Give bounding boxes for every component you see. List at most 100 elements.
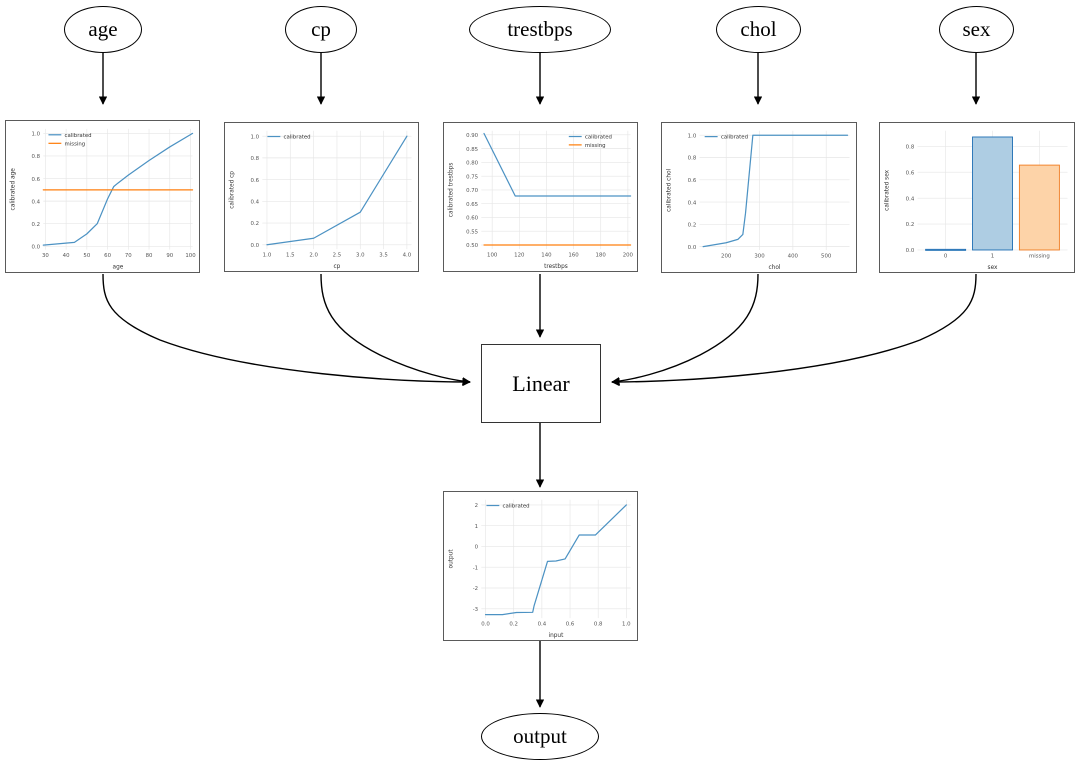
svg-text:calibrated: calibrated: [721, 135, 748, 141]
svg-text:0.0: 0.0: [906, 248, 915, 254]
edge-agechart-to-linear: [102, 273, 471, 387]
svg-text:output: output: [448, 549, 454, 569]
svg-text:0.8: 0.8: [32, 154, 41, 160]
svg-text:60: 60: [104, 253, 111, 259]
svg-text:3.0: 3.0: [356, 253, 365, 259]
node-age[interactable]: age: [64, 6, 142, 53]
svg-text:0.4: 0.4: [251, 200, 260, 206]
svg-text:90: 90: [166, 253, 173, 259]
svg-text:0.50: 0.50: [466, 243, 479, 249]
svg-text:200: 200: [623, 253, 634, 259]
svg-text:age: age: [113, 265, 124, 271]
svg-text:2: 2: [475, 503, 478, 509]
svg-text:4.0: 4.0: [403, 253, 412, 259]
svg-text:180: 180: [596, 253, 607, 259]
svg-text:0.6: 0.6: [906, 170, 915, 176]
svg-text:calibrated: calibrated: [284, 135, 311, 141]
node-output[interactable]: output: [481, 713, 599, 760]
svg-text:0.2: 0.2: [32, 222, 41, 228]
svg-text:140: 140: [541, 253, 552, 259]
svg-text:missing: missing: [65, 141, 86, 147]
node-output-label: output: [513, 724, 567, 748]
node-chol[interactable]: chol: [716, 6, 801, 53]
node-cp[interactable]: cp: [285, 6, 357, 53]
svg-text:sex: sex: [988, 265, 998, 271]
node-chol-label: chol: [740, 17, 777, 41]
svg-text:calibrated: calibrated: [585, 135, 612, 141]
node-cp-label: cp: [311, 17, 331, 41]
svg-text:missing: missing: [585, 143, 606, 149]
node-sex[interactable]: sex: [939, 6, 1014, 53]
svg-text:chol: chol: [768, 265, 780, 271]
svg-text:calibrated cp: calibrated cp: [229, 171, 235, 209]
svg-text:70: 70: [125, 253, 132, 259]
svg-text:160: 160: [568, 253, 579, 259]
svg-text:0.0: 0.0: [688, 245, 697, 251]
svg-text:0.0: 0.0: [481, 622, 490, 628]
svg-text:300: 300: [754, 253, 765, 259]
svg-text:cp: cp: [334, 264, 341, 270]
svg-text:0.4: 0.4: [538, 622, 547, 628]
svg-text:2.0: 2.0: [309, 253, 318, 259]
svg-text:0: 0: [475, 545, 479, 551]
svg-text:calibrated age: calibrated age: [10, 168, 16, 211]
node-age-label: age: [88, 17, 118, 41]
svg-text:0.6: 0.6: [32, 177, 41, 183]
svg-text:2.5: 2.5: [333, 253, 342, 259]
svg-text:30: 30: [42, 253, 49, 259]
edge-sexchart-to-linear: [611, 273, 977, 387]
svg-text:100: 100: [185, 253, 196, 259]
svg-text:0.90: 0.90: [466, 133, 479, 139]
svg-text:calibrated: calibrated: [503, 504, 530, 510]
svg-text:0.6: 0.6: [251, 178, 260, 184]
svg-text:0.0: 0.0: [251, 243, 260, 249]
svg-text:missing: missing: [1029, 253, 1050, 259]
svg-text:1.0: 1.0: [32, 132, 41, 138]
svg-text:input: input: [549, 633, 565, 639]
svg-text:0.8: 0.8: [688, 156, 697, 162]
svg-text:0.4: 0.4: [906, 196, 915, 202]
edge-cholchart-to-linear: [611, 273, 759, 386]
node-linear[interactable]: Linear: [481, 344, 601, 423]
svg-text:-3: -3: [473, 607, 478, 613]
node-trestbps[interactable]: trestbps: [469, 6, 611, 53]
svg-text:50: 50: [83, 253, 90, 259]
svg-text:0.60: 0.60: [466, 216, 479, 222]
svg-text:calibrated chol: calibrated chol: [666, 168, 672, 211]
node-linear-label: Linear: [512, 370, 570, 396]
svg-text:400: 400: [788, 253, 799, 259]
svg-text:0.2: 0.2: [509, 622, 518, 628]
svg-text:80: 80: [146, 253, 153, 259]
svg-text:0.8: 0.8: [251, 156, 260, 162]
svg-text:0.8: 0.8: [594, 622, 603, 628]
svg-text:40: 40: [63, 253, 70, 259]
svg-text:1.0: 1.0: [688, 133, 697, 139]
svg-text:trestbps: trestbps: [544, 264, 568, 270]
svg-text:0.2: 0.2: [251, 221, 260, 227]
svg-text:0.55: 0.55: [466, 229, 478, 235]
svg-text:0.2: 0.2: [906, 222, 915, 228]
svg-text:1: 1: [475, 524, 478, 530]
svg-text:3.5: 3.5: [379, 253, 388, 259]
node-trestbps-label: trestbps: [507, 17, 573, 41]
svg-text:0.6: 0.6: [688, 178, 697, 184]
svg-text:0.70: 0.70: [466, 188, 479, 194]
svg-text:0.4: 0.4: [32, 199, 41, 205]
